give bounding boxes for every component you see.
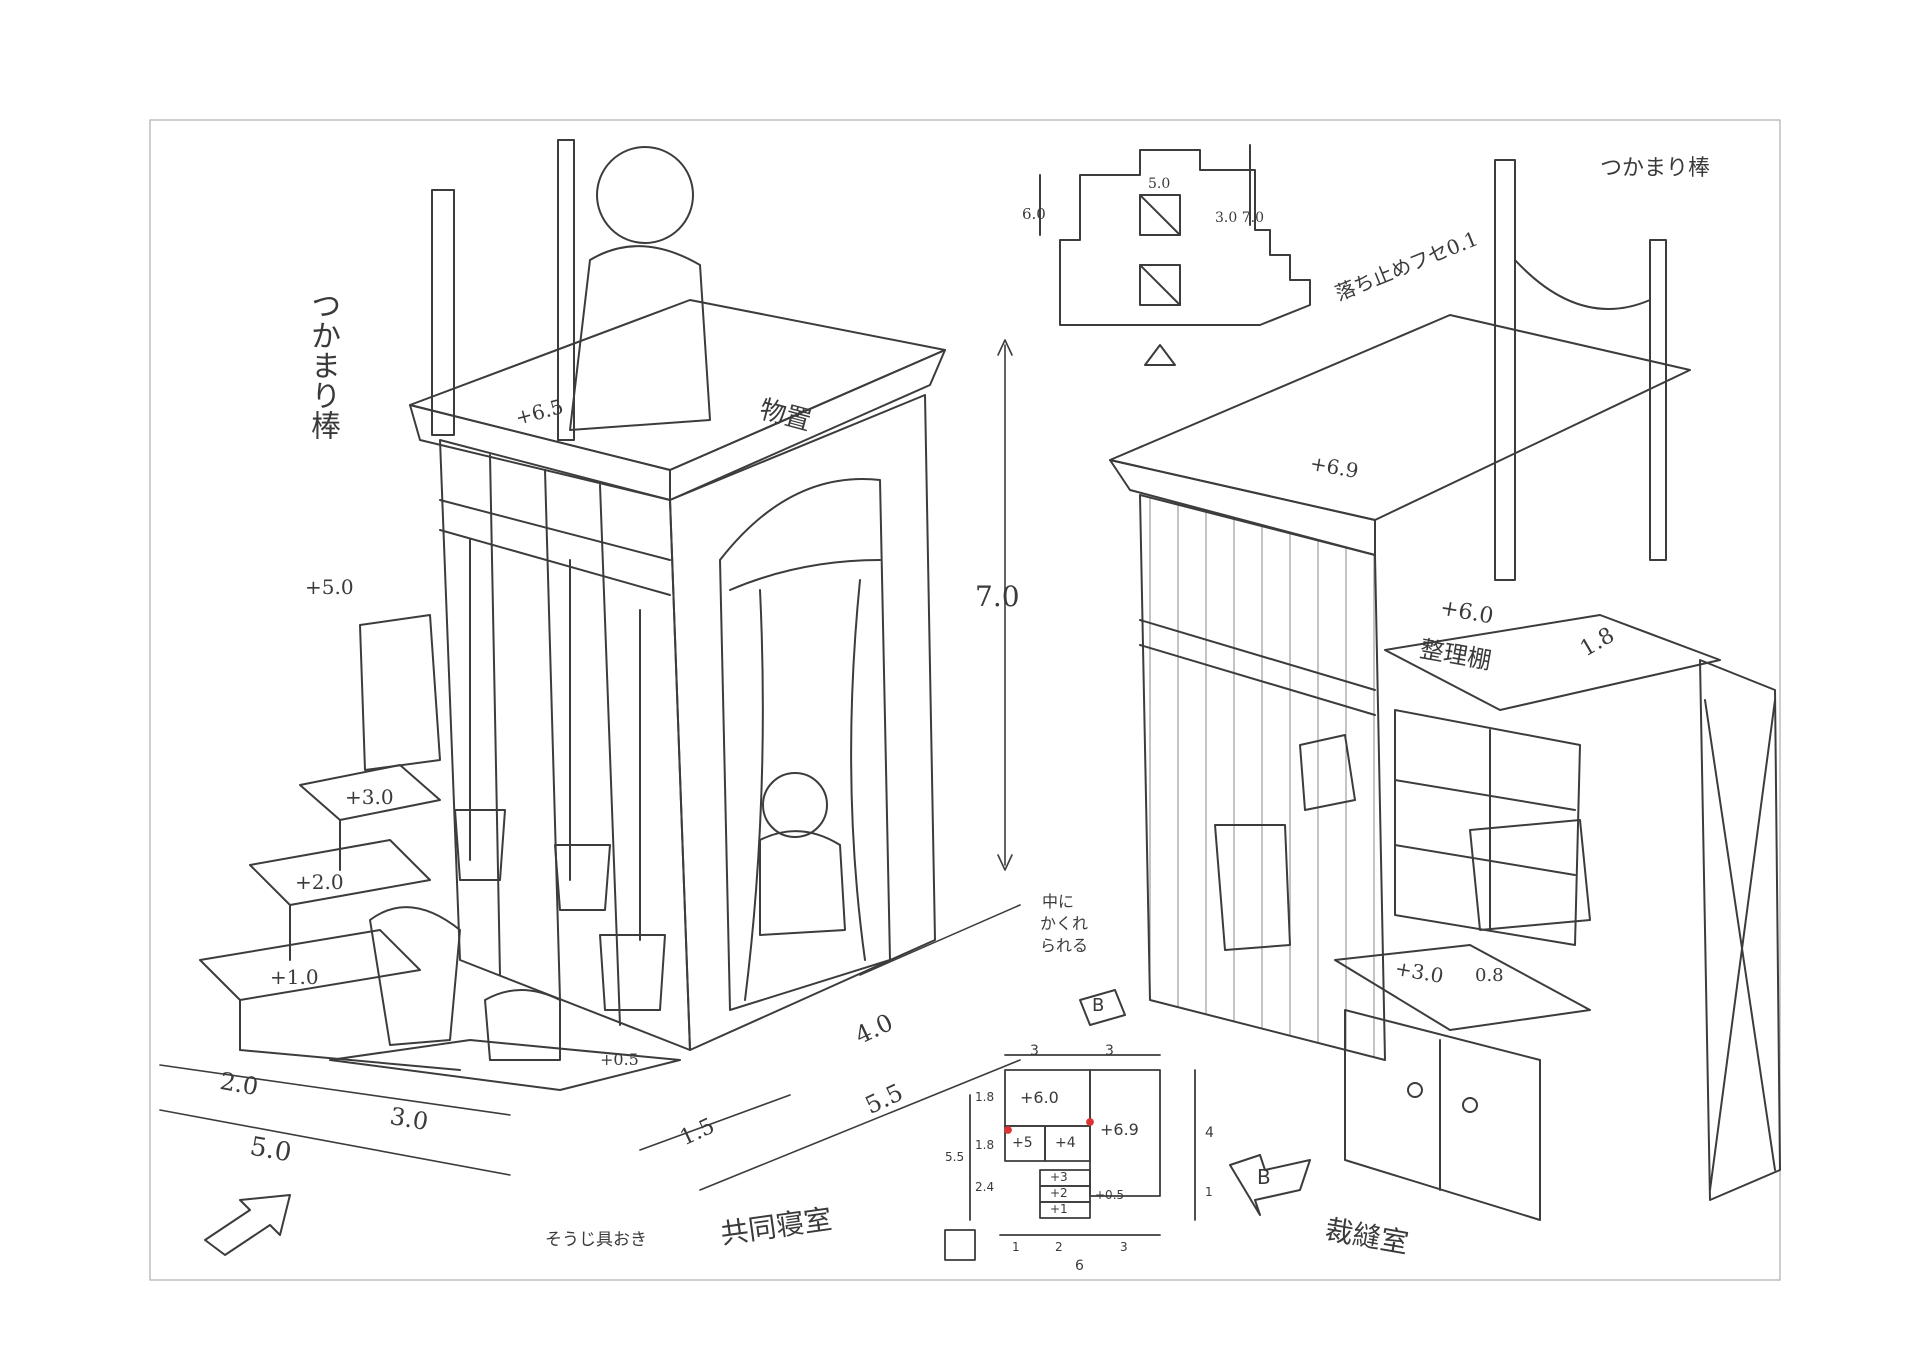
- right-pole: [557, 139, 575, 441]
- plan-side-18a: 1.8: [975, 1090, 995, 1104]
- lower-cabinet-top: [1334, 944, 1591, 1031]
- view-marker-b-right: [1229, 1154, 1311, 1216]
- figure-top-body: [569, 245, 711, 431]
- base-platform: [329, 1039, 681, 1091]
- plan-cell-4: +6.9: [1100, 1120, 1139, 1139]
- front-face: [439, 439, 691, 1051]
- shelf-front: [1394, 709, 1581, 946]
- step-3: [299, 764, 441, 821]
- bucket-stack: [369, 906, 461, 1046]
- plan-arrow-box: [944, 1229, 976, 1261]
- plan-side-18b: 1.8: [975, 1138, 995, 1152]
- view-marker-b-top: [1079, 989, 1126, 1026]
- plan-cell-6: +2: [1050, 1186, 1068, 1200]
- section-view-arrow: [1144, 344, 1176, 366]
- mop-3: [599, 934, 666, 1011]
- left-floor-level: +0.5: [600, 1050, 639, 1069]
- plan-side-55: 5.5: [945, 1150, 965, 1164]
- section-sketch: [1039, 144, 1311, 366]
- left-step1-level: +1.0: [270, 965, 319, 989]
- left-height: 7.0: [975, 580, 1020, 613]
- left-step3-level: +3.0: [345, 785, 394, 809]
- right-lower2-level: 0.8: [1475, 965, 1504, 986]
- step-1: [199, 929, 421, 1001]
- plan-side-24: 2.4: [975, 1180, 995, 1194]
- plan-right-4: 4: [1205, 1125, 1214, 1141]
- plan-cell-3: +4: [1055, 1135, 1076, 1151]
- figure-curtain-head: [762, 772, 828, 838]
- open-drawer: [1469, 819, 1591, 931]
- plan-bottom-6: 6: [1075, 1258, 1084, 1274]
- mop-2: [554, 844, 611, 911]
- north-arrow: [204, 1194, 291, 1256]
- plan-cell-1: +6.0: [1020, 1088, 1059, 1107]
- plan-view: [944, 1054, 1196, 1261]
- plan-cell-8: +0.5: [1095, 1188, 1125, 1202]
- side-box: [359, 614, 441, 771]
- plan-cell-7: +1: [1050, 1202, 1068, 1216]
- left-handrail-note: つかまり棒: [305, 290, 340, 440]
- section-h-right: 3.0 7.0: [1215, 210, 1264, 226]
- hide-note-1: 中に: [1042, 892, 1075, 911]
- plan-bottom-1: 1: [1012, 1240, 1020, 1254]
- plan-cell-5: +3: [1050, 1170, 1068, 1184]
- plan-right-1: 1: [1205, 1185, 1213, 1199]
- section-h-left: 6.0: [1022, 205, 1046, 223]
- left-pole: [431, 189, 455, 436]
- string-line: [1514, 259, 1651, 310]
- plan-top-a: 3: [1030, 1043, 1039, 1059]
- left-side-box-level: +5.0: [305, 575, 354, 599]
- lower-cabinet-front: [1344, 1009, 1541, 1221]
- right-unit-pole-1: [1494, 159, 1516, 581]
- hanging-cloth-1: [1214, 824, 1291, 951]
- hide-note-3: られる: [1040, 936, 1089, 955]
- step-2: [249, 839, 431, 906]
- right-unit-drawing: [1109, 159, 1781, 1221]
- right-top-slab: [1109, 314, 1691, 521]
- arch-opening: [719, 478, 891, 1011]
- paper-border: [149, 119, 1781, 1281]
- side-crate: [1699, 659, 1781, 1201]
- hanging-cloth-2: [1299, 734, 1356, 811]
- view-marker-b-label: B: [1092, 995, 1105, 1016]
- left-step2-level: +2.0: [295, 870, 344, 894]
- plan-bottom-2: 2: [1055, 1240, 1063, 1254]
- plan-cell-2: +5: [1012, 1135, 1033, 1151]
- left-dimensions: [159, 339, 1021, 1191]
- plan-top-b: 3: [1105, 1043, 1114, 1059]
- side-face: [669, 394, 936, 1051]
- plan-bottom-3: 3: [1120, 1240, 1128, 1254]
- figure-top-head: [596, 146, 694, 244]
- right-front-wall: [1139, 494, 1386, 1061]
- right-unit-pole-2: [1649, 239, 1667, 561]
- mop-1: [454, 809, 506, 881]
- left-unit-drawing: [199, 139, 946, 1091]
- hide-note-2: かくれ: [1040, 914, 1089, 933]
- section-v-inner: 5.0: [1148, 176, 1171, 192]
- bucket-2: [484, 989, 561, 1061]
- figure-curtain-body: [759, 830, 846, 936]
- cleaning-tools-note: そうじ具おき: [545, 1230, 647, 1250]
- shelf-top: [1384, 614, 1721, 711]
- right-handrail-note: つかまり棒: [1600, 156, 1711, 181]
- view-marker-b2-label: B: [1257, 1165, 1271, 1189]
